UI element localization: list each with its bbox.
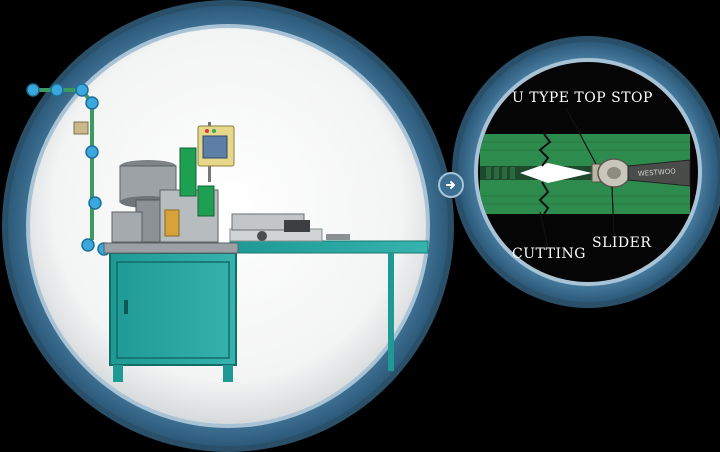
machine-frame: [2, 0, 454, 452]
top-stop-label: U TYPE TOP STOP: [512, 90, 653, 106]
callout-lines: [539, 107, 615, 249]
zipper-closeup: WESTWOO: [480, 133, 691, 215]
next-arrow-button[interactable]: [438, 172, 464, 198]
cutting-label: CUTTING: [512, 246, 586, 262]
slider-label: SLIDER: [592, 235, 652, 251]
machine-illustration: [26, 83, 429, 382]
arrow-right-circle-icon: [446, 181, 455, 189]
zipper-pull-text: WESTWOO: [638, 167, 677, 178]
